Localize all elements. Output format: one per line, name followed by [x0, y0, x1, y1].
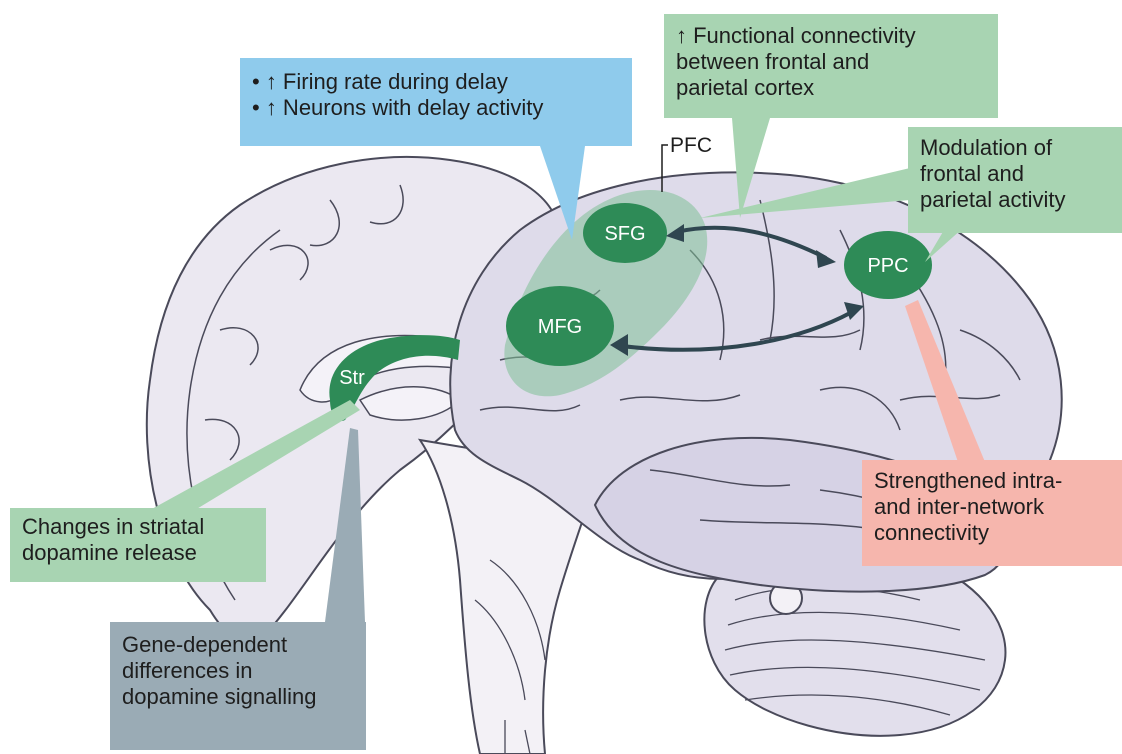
gene-callout: Gene-dependent differences in dopamine s… [110, 622, 366, 750]
ppc-label: PPC [867, 255, 908, 277]
striatal-line-2: dopamine release [22, 540, 266, 566]
mfg-label: MFG [538, 316, 582, 338]
strengthened-callout: Strengthened intra- and inter-network co… [862, 460, 1122, 566]
modulation-line-2: frontal and [920, 161, 1122, 187]
firing-line-1: • ↑ Firing rate during delay [252, 69, 632, 95]
pfc-label: PFC [670, 134, 712, 157]
modulation-line-3: parietal activity [920, 187, 1122, 213]
sfg-label: SFG [604, 223, 645, 245]
gene-line-1: Gene-dependent [122, 632, 366, 658]
connectivity-callout: ↑ Functional connectivity between fronta… [664, 14, 998, 118]
str-label: Str [339, 367, 365, 389]
gene-line-2: differences in [122, 658, 366, 684]
firing-callout: • ↑ Firing rate during delay • ↑ Neurons… [240, 58, 632, 146]
strengthened-line-3: connectivity [874, 520, 1122, 546]
gene-line-3: dopamine signalling [122, 684, 366, 710]
modulation-line-1: Modulation of [920, 135, 1122, 161]
modulation-callout: Modulation of frontal and parietal activ… [908, 127, 1122, 233]
connectivity-line-2: between frontal and [676, 49, 998, 75]
firing-line-2: • ↑ Neurons with delay activity [252, 95, 632, 121]
strengthened-line-1: Strengthened intra- [874, 468, 1122, 494]
connectivity-line-1: ↑ Functional connectivity [676, 23, 998, 49]
strengthened-line-2: and inter-network [874, 494, 1122, 520]
striatal-callout: Changes in striatal dopamine release [10, 508, 266, 582]
connectivity-line-3: parietal cortex [676, 75, 998, 101]
striatal-line-1: Changes in striatal [22, 514, 266, 540]
